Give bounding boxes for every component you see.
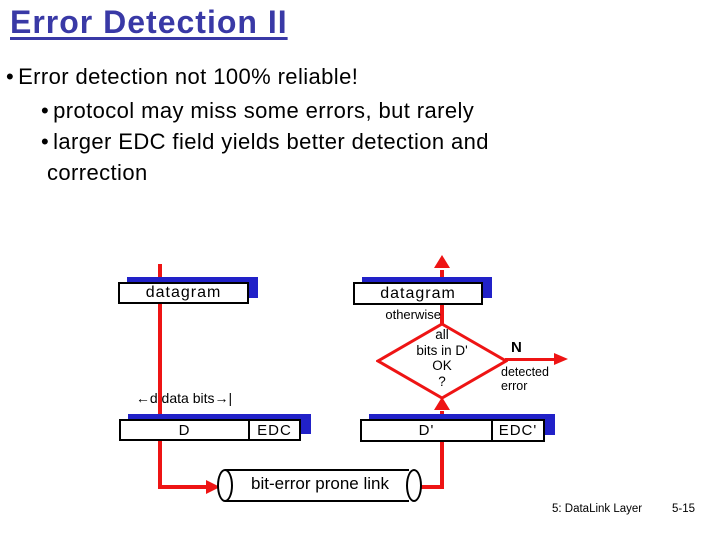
arrowhead-datagram-up-icon xyxy=(434,255,450,268)
sender-datagram-label: datagram xyxy=(145,284,222,301)
receiver-frame-box: D' EDC' xyxy=(360,419,545,442)
arrowhead-into-decision-icon xyxy=(434,397,450,410)
bullet-line-2: •protocol may miss some errors, but rare… xyxy=(41,98,474,124)
d-data-bits-measure-label: ←d data bits→| xyxy=(135,390,233,406)
decision-line: OK xyxy=(432,358,452,373)
receiver-data-cell: D' xyxy=(362,421,491,440)
page-title: Error Detection II xyxy=(10,4,288,40)
decision-text: all bits in D' OK ? xyxy=(391,327,493,389)
link-cylinder-right-cap-icon xyxy=(406,469,422,502)
sender-frame-box: D EDC xyxy=(119,419,301,441)
footer-section-label: 5: DataLink Layer xyxy=(552,503,643,515)
receiver-edc-label: EDC' xyxy=(498,422,538,439)
receiver-datagram-label: datagram xyxy=(380,284,456,302)
bullet-line-1: •Error detection not 100% reliable! xyxy=(6,64,358,90)
n-branch-line xyxy=(505,358,555,361)
receiver-flow-line-vertical-low xyxy=(440,411,444,489)
decision-line: ? xyxy=(438,373,446,389)
sender-data-label: D xyxy=(178,421,191,439)
sender-edc-label: EDC xyxy=(257,421,292,439)
sender-data-cell: D xyxy=(121,421,248,439)
bullet-marker: • xyxy=(41,98,50,123)
receiver-datagram-box: datagram xyxy=(353,282,483,305)
link-cylinder-left-cap-icon xyxy=(217,469,233,502)
bullet-text: Error detection not 100% reliable! xyxy=(18,64,359,89)
bullet-line-4: correction xyxy=(47,160,148,186)
bullet-text: protocol may miss some errors, but rarel… xyxy=(53,98,475,123)
bullet-line-3: •larger EDC field yields better detectio… xyxy=(41,129,489,155)
otherwise-label: otherwise xyxy=(385,307,441,322)
link-label: bit-error prone link xyxy=(251,474,389,493)
bullet-marker: • xyxy=(6,64,15,89)
bullet-marker: • xyxy=(41,129,50,154)
sender-datagram-box: datagram xyxy=(118,282,249,304)
receiver-flow-line-horizontal xyxy=(420,485,444,489)
detected-error-label: detected error xyxy=(501,365,549,393)
decision-line: all xyxy=(435,327,449,342)
bullet-text: correction xyxy=(47,160,148,185)
receiver-edc-cell: EDC' xyxy=(491,421,543,440)
sender-flow-line-vertical xyxy=(158,264,162,489)
link-cylinder-body xyxy=(225,469,409,502)
decision-line: bits in D' xyxy=(416,342,468,358)
detected-error-line: error xyxy=(501,379,528,393)
sender-flow-line-horizontal xyxy=(158,485,206,489)
no-branch-label: N xyxy=(511,339,523,356)
sender-edc-cell: EDC xyxy=(248,421,299,439)
decision-diamond-icon xyxy=(376,322,508,400)
footer-page-number: 5-15 xyxy=(672,503,696,515)
arrowhead-detected-error-icon xyxy=(554,352,568,365)
bullet-text: larger EDC field yields better detection… xyxy=(53,129,489,154)
detected-error-line: detected xyxy=(501,365,549,379)
receiver-data-label: D' xyxy=(418,422,435,439)
